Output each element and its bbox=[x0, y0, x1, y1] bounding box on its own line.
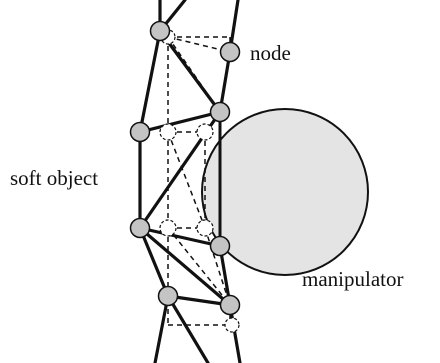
nodes bbox=[129, 20, 241, 316]
node-upper-left bbox=[129, 121, 151, 143]
manipulator bbox=[201, 108, 369, 276]
ghost-node bbox=[159, 219, 177, 237]
node-upper-contact bbox=[209, 101, 231, 123]
node-label: node bbox=[250, 41, 291, 65]
ghost-node bbox=[159, 123, 177, 141]
node-bottom-right bbox=[219, 294, 241, 316]
ghost-node bbox=[224, 317, 240, 333]
soft-object-label: soft object bbox=[10, 166, 98, 190]
node-top-left bbox=[149, 20, 171, 42]
manipulator-label: manipulator bbox=[302, 267, 403, 291]
node-top-right bbox=[219, 41, 241, 63]
node-bottom-left bbox=[157, 285, 179, 307]
ghost-nodes bbox=[159, 29, 240, 333]
ghost-node bbox=[196, 219, 214, 237]
node-lower-contact bbox=[209, 235, 231, 257]
manipulator-circle bbox=[201, 108, 369, 276]
node-lower-left bbox=[129, 217, 151, 239]
ghost-node bbox=[196, 123, 214, 141]
